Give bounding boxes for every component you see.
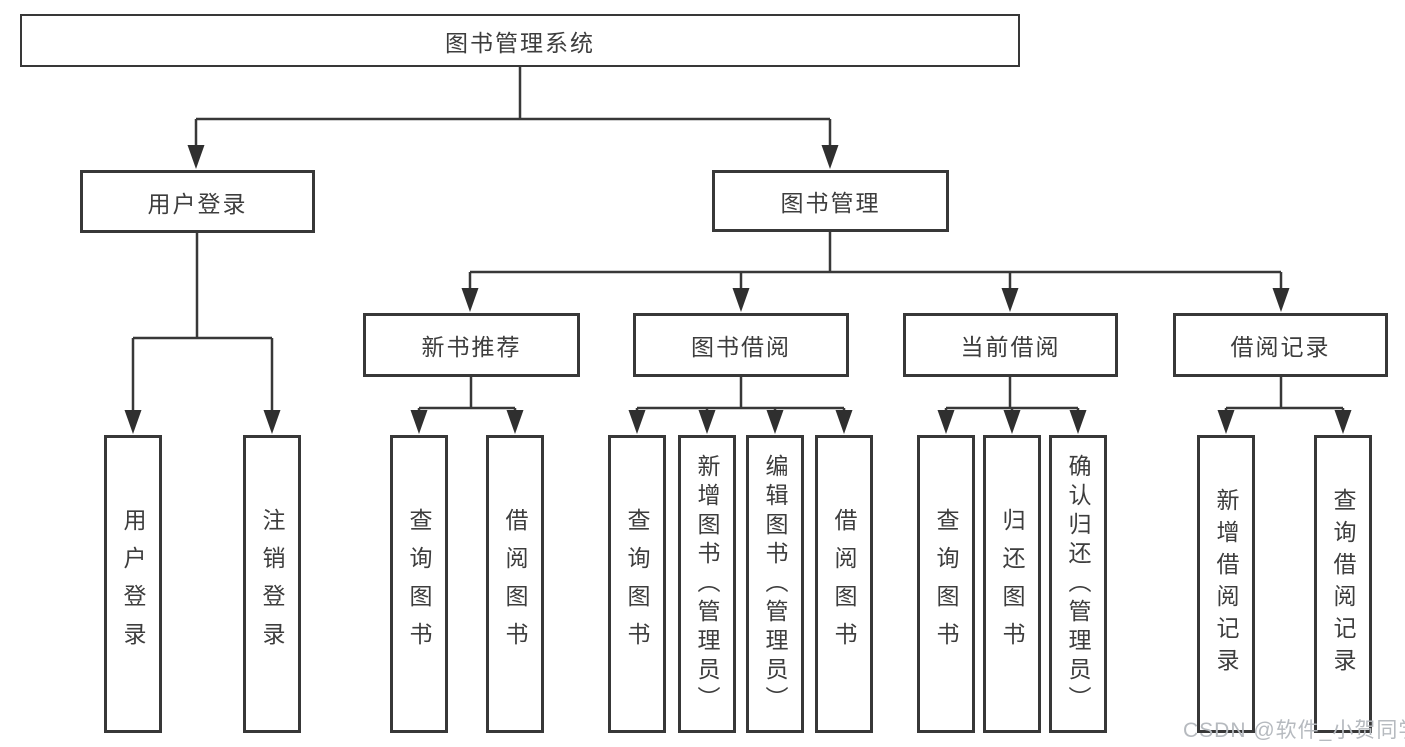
leaf-records-add-record: 新增借阅记录 — [1197, 435, 1255, 733]
leaf-recommend-borrow-book: 借阅图书 — [486, 435, 544, 733]
leaf-records-query-record: 查询借阅记录 — [1314, 435, 1372, 733]
leaf-borrow-query-book: 查询图书 — [608, 435, 666, 733]
node-new-book-recommend: 新书推荐 — [363, 313, 580, 377]
leaf-borrow-add-book-admin: 新增图书（管理员） — [678, 435, 736, 733]
node-root-library-system: 图书管理系统 — [20, 14, 1020, 67]
leaf-current-confirm-return-admin: 确认归还（管理员） — [1049, 435, 1107, 733]
arrowheads — [124, 145, 1352, 434]
leaf-logout: 注销登录 — [243, 435, 301, 733]
node-book-management: 图书管理 — [712, 170, 949, 232]
leaf-borrow-edit-book-admin: 编辑图书（管理员） — [746, 435, 804, 733]
node-user-login: 用户登录 — [80, 170, 315, 233]
node-book-borrow: 图书借阅 — [633, 313, 849, 377]
node-current-borrow: 当前借阅 — [903, 313, 1118, 377]
leaf-user-login: 用户登录 — [104, 435, 162, 733]
node-borrow-records: 借阅记录 — [1173, 313, 1388, 377]
leaf-recommend-query-book: 查询图书 — [390, 435, 448, 733]
csdn-watermark: CSDN @软件_小贺同学 — [1183, 719, 1405, 742]
leaf-current-return-book: 归还图书 — [983, 435, 1041, 733]
leaf-borrow-borrow-book: 借阅图书 — [815, 435, 873, 733]
leaf-current-query-book: 查询图书 — [917, 435, 975, 733]
